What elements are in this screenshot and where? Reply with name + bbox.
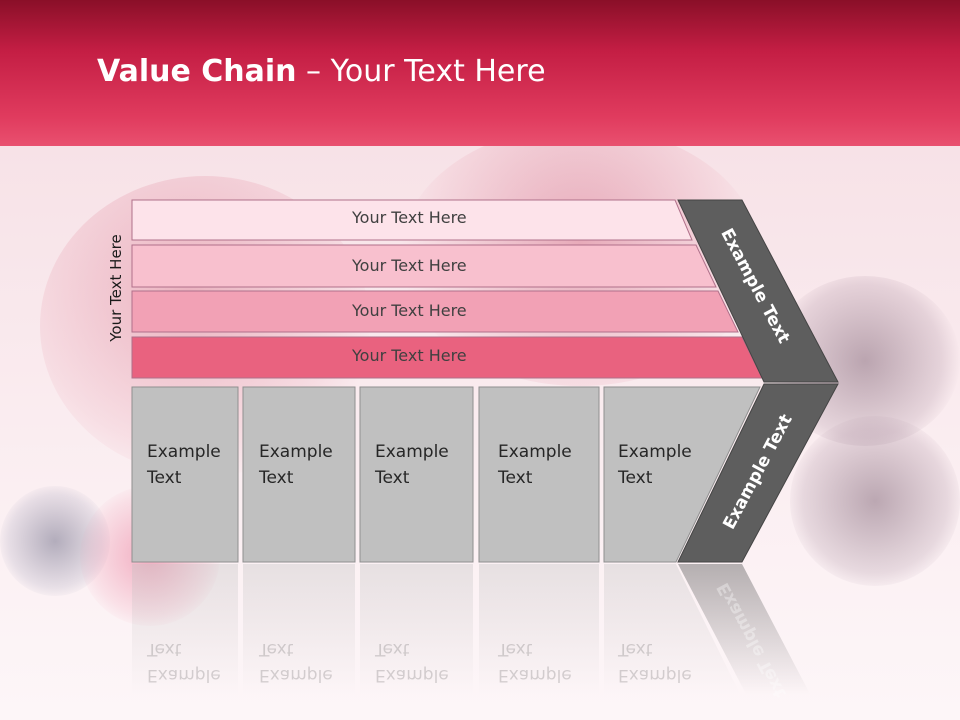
chevron-lower[interactable]	[677, 383, 839, 563]
side-label: Your Text Here	[107, 234, 125, 342]
activity-box-3[interactable]	[359, 386, 474, 563]
title-bar: Value Chain – Your Text Here	[0, 0, 960, 146]
band-1-label: Your Text Here	[352, 208, 467, 227]
slide-title[interactable]: Value Chain – Your Text Here	[97, 54, 546, 89]
band-2-label: Your Text Here	[352, 256, 467, 275]
activity-box-1[interactable]	[131, 386, 239, 563]
chevron-upper[interactable]	[677, 199, 839, 383]
reflection	[479, 564, 599, 694]
band-2[interactable]	[131, 244, 717, 288]
activity-box-4[interactable]	[478, 386, 600, 563]
reflection	[604, 564, 740, 694]
band-3[interactable]	[131, 290, 739, 333]
band-3-label: Your Text Here	[352, 301, 467, 320]
reflection	[360, 564, 473, 694]
activity-box-2[interactable]	[242, 386, 356, 563]
band-1[interactable]	[131, 199, 693, 241]
activity-box-5[interactable]	[603, 386, 761, 563]
reflection	[132, 564, 238, 694]
blueberry-image	[0, 486, 110, 596]
reflection	[243, 564, 355, 694]
blackberry-image	[790, 416, 960, 586]
reflection	[678, 564, 810, 694]
band-4-label: Your Text Here	[352, 346, 467, 365]
